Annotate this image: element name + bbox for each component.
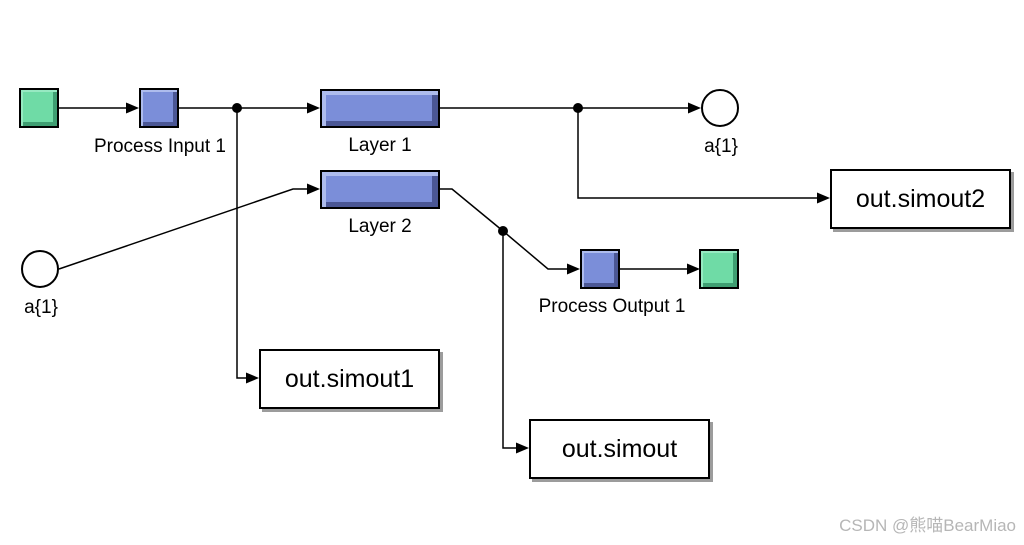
wire-branch-to-simout2[interactable] [577,108,823,199]
to-workspace-simout2-block[interactable]: out.simout2 [830,169,1011,229]
process-input-1-label: Process Input 1 [93,136,227,157]
junction-dot [232,103,242,113]
layer-1-label: Layer 1 [348,135,412,156]
to-workspace-simout-block[interactable]: out.simout [529,419,710,479]
output-port-block[interactable] [699,249,739,289]
layer-1-block[interactable] [320,89,440,128]
simout1-text: out.simout1 [284,364,415,393]
junction-dot [498,226,508,236]
arrowhead [817,192,830,204]
arrowhead [516,442,529,454]
arrowhead [688,102,701,114]
simout-text: out.simout [561,434,678,463]
to-workspace-simout1-block[interactable]: out.simout1 [259,349,440,409]
layer-2-label: Layer 2 [348,216,412,237]
arrowhead [307,102,320,114]
wire-branch-to-simout[interactable] [502,231,522,449]
arrowhead [246,372,259,384]
process-input-1-block[interactable] [139,88,179,128]
wire-branch-to-simout1[interactable] [236,108,252,379]
arrowhead [126,102,139,114]
simout2-text: out.simout2 [855,184,986,213]
input-port-block[interactable] [19,88,59,128]
csdn-watermark: CSDN @熊喵BearMiao [839,516,1016,535]
a1-connection-top[interactable] [701,89,739,127]
a1-left-label: a{1} [24,297,58,318]
process-output-1-block[interactable] [580,249,620,289]
a1-top-label: a{1} [704,136,738,157]
process-output-1-label: Process Output 1 [538,296,686,317]
wire-a1-to-layer2[interactable] [58,188,313,270]
arrowhead [307,183,320,195]
arrowhead [687,263,700,275]
a1-connection-left[interactable] [21,250,59,288]
layer-2-block[interactable] [320,170,440,209]
junction-dot [573,103,583,113]
arrowhead [567,263,580,275]
